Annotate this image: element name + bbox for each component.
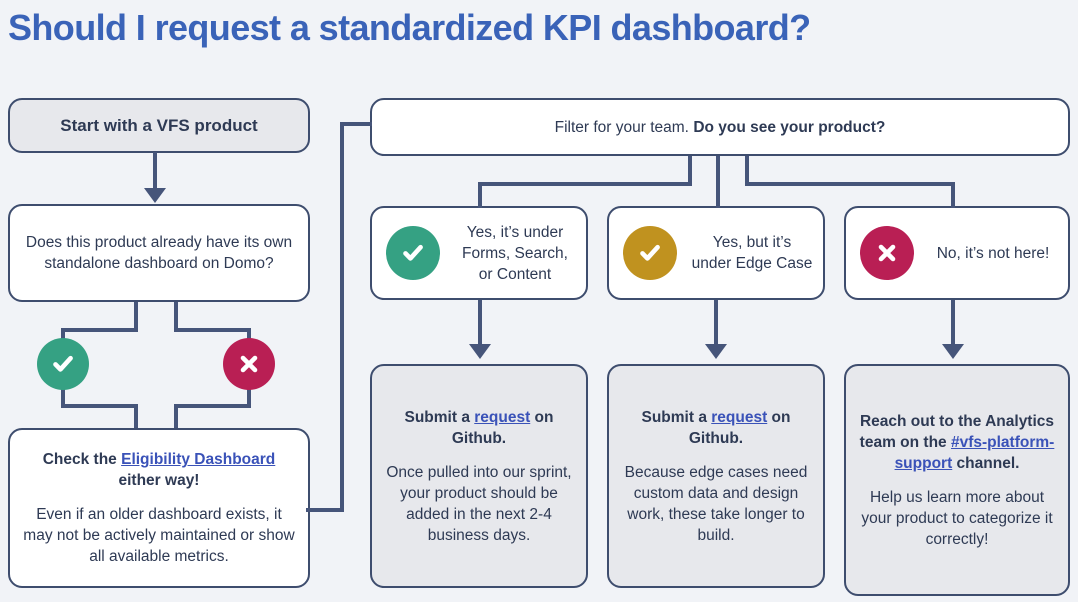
outcome-body: Because edge cases need custom data and … bbox=[624, 463, 808, 544]
connector-yes-vertical-top bbox=[61, 328, 65, 342]
outcome-body: Help us learn more about your product to… bbox=[861, 488, 1053, 548]
outcome-heading-post: on Github. bbox=[451, 408, 554, 447]
outcome-heading: Submit a request on Github. bbox=[382, 407, 576, 449]
connector-option2-to-outcome2 bbox=[714, 300, 718, 346]
slack-channel-link[interactable]: #vfs-platform-support bbox=[894, 433, 1055, 472]
node-question-label: Does this product already have its own s… bbox=[25, 234, 293, 272]
connector-eligibility-to-filter-v bbox=[340, 122, 344, 512]
connector-eligibility-to-filter-h1 bbox=[306, 508, 344, 512]
node-filter-for-your-team[interactable]: Filter for your team. Do you see your pr… bbox=[370, 98, 1070, 156]
eligibility-heading-pre: Check the bbox=[42, 451, 122, 468]
eligibility-dashboard-link[interactable]: Eligibility Dashboard bbox=[121, 451, 276, 468]
check-circle-icon bbox=[386, 226, 440, 280]
connector-no-vertical-top bbox=[247, 328, 251, 342]
arrow-option3-to-outcome3 bbox=[942, 344, 964, 359]
eligibility-body: Even if an older dashboard exists, it ma… bbox=[23, 506, 295, 565]
connector-filter-trunk-left-h bbox=[478, 182, 692, 186]
check-circle-icon bbox=[37, 338, 89, 390]
x-circle-icon bbox=[860, 226, 914, 280]
arrow-start-to-question bbox=[144, 188, 166, 203]
eligibility-heading-post: either way! bbox=[118, 472, 200, 489]
option-label: Yes, but it’s under Edge Case bbox=[691, 234, 813, 272]
outcome-heading-pre: Reach out to the Analytics team on the bbox=[859, 412, 1055, 451]
node-outcome-github-edge-case[interactable]: Submit a request on Github. Because edge… bbox=[607, 364, 825, 588]
node-option-edge-case[interactable]: Yes, but it’s under Edge Case bbox=[607, 206, 825, 300]
connector-merge-down-left bbox=[134, 404, 138, 428]
filter-text-bold: Do you see your product? bbox=[693, 118, 886, 136]
node-option-not-here[interactable]: No, it’s not here! bbox=[844, 206, 1070, 300]
outcome-heading-pre: Submit a bbox=[641, 408, 712, 426]
eligibility-heading: Check the Eligibility Dashboard either w… bbox=[20, 449, 298, 491]
arrow-option1-to-outcome1 bbox=[469, 344, 491, 359]
connector-filter-trunk-mid bbox=[716, 156, 720, 208]
connector-option1-to-outcome1 bbox=[478, 300, 482, 346]
outcome-heading-post: channel. bbox=[952, 454, 1020, 472]
node-eligibility-dashboard[interactable]: Check the Eligibility Dashboard either w… bbox=[8, 428, 310, 588]
filter-text: Filter for your team. Do you see your pr… bbox=[382, 117, 1058, 138]
connector-question-bar-right bbox=[174, 328, 251, 332]
connector-filter-trunk-right-v1 bbox=[745, 156, 749, 186]
node-start-with-vfs-product[interactable]: Start with a VFS product bbox=[8, 98, 310, 153]
github-request-link[interactable]: request bbox=[711, 408, 768, 426]
node-outcome-github-standard[interactable]: Submit a request on Github. Once pulled … bbox=[370, 364, 588, 588]
connector-filter-trunk-right-h bbox=[745, 182, 955, 186]
node-option-forms-search-content[interactable]: Yes, it’s under Forms, Search, or Conten… bbox=[370, 206, 588, 300]
connector-eligibility-to-filter-h2 bbox=[340, 122, 372, 126]
connector-option3-to-outcome3 bbox=[951, 300, 955, 346]
outcome-heading-pre: Submit a bbox=[404, 408, 475, 426]
outcome-heading: Submit a request on Github. bbox=[619, 407, 813, 449]
outcome-body: Once pulled into our sprint, your produc… bbox=[386, 463, 572, 544]
node-question-existing-dashboard[interactable]: Does this product already have its own s… bbox=[8, 204, 310, 302]
connector-filter-trunk-left-v2 bbox=[478, 182, 482, 208]
node-start-label: Start with a VFS product bbox=[60, 116, 258, 135]
connector-yes-vertical-bottom bbox=[61, 386, 65, 408]
connector-question-down-left bbox=[134, 302, 138, 332]
connector-merge-down-right bbox=[174, 404, 178, 428]
outcome-heading: Reach out to the Analytics team on the #… bbox=[856, 411, 1058, 474]
connector-question-down-right bbox=[174, 302, 178, 332]
connector-filter-trunk-right-v2 bbox=[951, 182, 955, 208]
page-title: Should I request a standardized KPI dash… bbox=[8, 7, 811, 48]
outcome-heading-post: on Github. bbox=[688, 408, 791, 447]
connector-filter-trunk-left-v1 bbox=[688, 156, 692, 186]
connector-merge-bar-right bbox=[174, 404, 251, 408]
check-circle-icon bbox=[623, 226, 677, 280]
option-label: No, it’s not here! bbox=[936, 244, 1050, 262]
filter-text-regular: Filter for your team. bbox=[554, 118, 694, 136]
connector-merge-bar-left bbox=[61, 404, 138, 408]
node-outcome-slack-analytics[interactable]: Reach out to the Analytics team on the #… bbox=[844, 364, 1070, 596]
connector-start-to-question bbox=[153, 152, 157, 190]
github-request-link[interactable]: request bbox=[474, 408, 531, 426]
arrow-option2-to-outcome2 bbox=[705, 344, 727, 359]
option-label: Yes, it’s under Forms, Search, or Conten… bbox=[462, 223, 568, 283]
connector-question-bar-left bbox=[61, 328, 138, 332]
x-circle-icon bbox=[223, 338, 275, 390]
connector-no-vertical-bottom bbox=[247, 386, 251, 408]
